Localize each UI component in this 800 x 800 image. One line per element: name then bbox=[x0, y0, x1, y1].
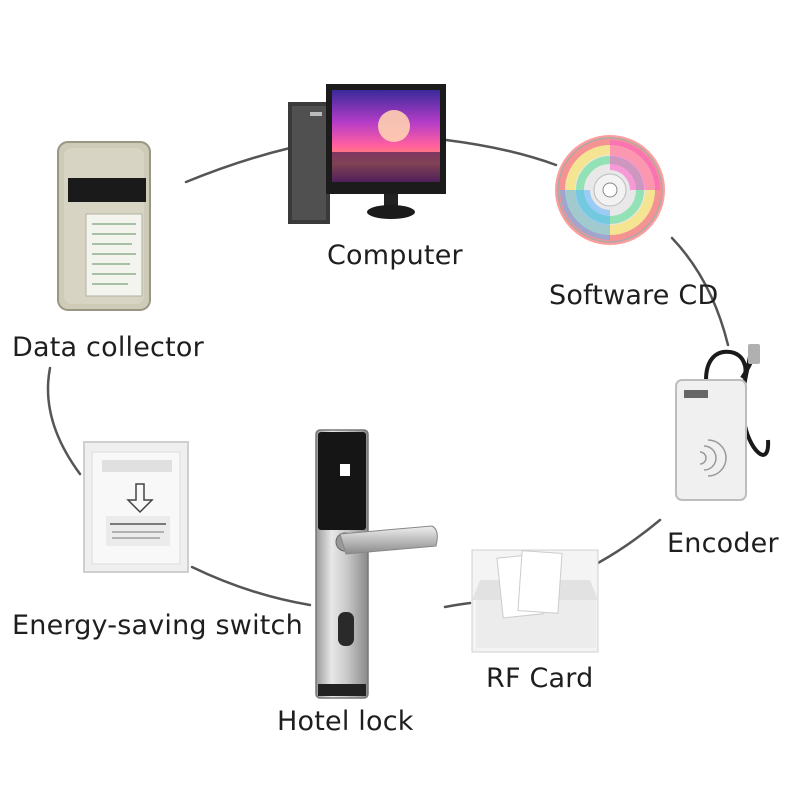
hotel-lock-icon bbox=[315, 429, 438, 699]
software-cd-label: Software CD bbox=[549, 280, 719, 311]
rf-card-icon bbox=[471, 549, 599, 653]
encoder-label: Encoder bbox=[667, 528, 779, 559]
data-collector-icon bbox=[57, 141, 151, 311]
encoder-icon bbox=[675, 344, 771, 501]
rf-card-label: RF Card bbox=[486, 663, 594, 694]
data-collector-label: Data collector bbox=[12, 332, 204, 363]
connector-rfcard-lock bbox=[443, 601, 472, 609]
cd-icon bbox=[555, 135, 665, 245]
connector-switch-collector bbox=[46, 366, 82, 476]
connector-lock-switch bbox=[190, 565, 312, 607]
connector-lines bbox=[46, 138, 730, 609]
computer-icon bbox=[288, 84, 446, 224]
energy-switch-label: Energy-saving switch bbox=[12, 610, 303, 641]
energy-switch-icon bbox=[83, 441, 189, 573]
connector-collector-computer bbox=[184, 146, 292, 184]
hotel-lock-label: Hotel lock bbox=[277, 706, 414, 737]
computer-label: Computer bbox=[327, 240, 463, 271]
connector-encoder-rfcard bbox=[596, 518, 662, 565]
connector-cd-encoder bbox=[670, 236, 730, 347]
connector-computer-cd bbox=[444, 138, 558, 167]
